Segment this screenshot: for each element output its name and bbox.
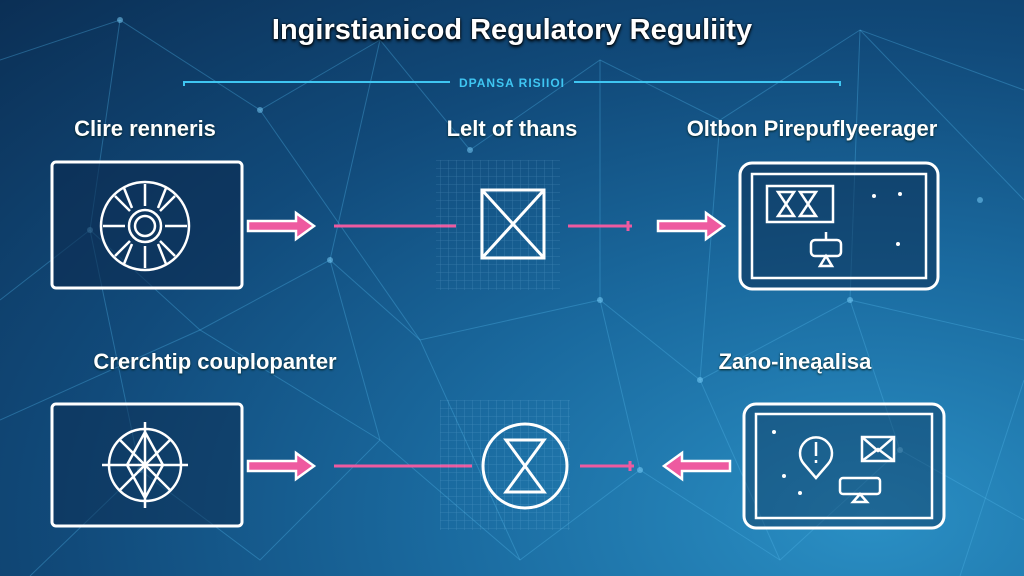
- diagram-title: Ingirstianicod Regulatory Reguliity: [271, 14, 753, 46]
- node-label-1: Clire renneris: [74, 116, 216, 141]
- node-box-2[interactable]: [436, 160, 560, 290]
- arrow-right-icon: [246, 210, 317, 242]
- diagram-subtitle: DPANSA RISIIOI: [458, 76, 565, 90]
- arrow-right-icon: [656, 210, 727, 242]
- dashboard-monitor-icon: [765, 184, 843, 268]
- node-box-6[interactable]: [742, 402, 946, 530]
- node-box-5[interactable]: [440, 400, 570, 530]
- connector-line: [568, 221, 632, 231]
- circular-seal-icon: [99, 180, 191, 272]
- subtitle-divider: [183, 81, 841, 86]
- connector-line: [580, 461, 634, 471]
- node-label-6: Zano-ineąalisa: [718, 349, 872, 374]
- arrow-left-icon: [661, 450, 732, 482]
- arrow-right-icon: [246, 450, 317, 482]
- node-label-2: Lelt of thans: [446, 116, 578, 141]
- node-box-1[interactable]: [50, 160, 244, 290]
- crossed-box-icon: [480, 188, 546, 260]
- node-box-3[interactable]: [738, 161, 940, 291]
- compass-emblem-icon: [102, 422, 188, 508]
- alert-dashboard-icon: [798, 435, 896, 504]
- node-label-4: Crerchtip couplopanter: [93, 349, 337, 374]
- node-label-3: Oltbon Pirepuflyeerager: [686, 116, 938, 141]
- hourglass-circle-icon: [481, 422, 569, 510]
- node-box-4[interactable]: [50, 402, 244, 528]
